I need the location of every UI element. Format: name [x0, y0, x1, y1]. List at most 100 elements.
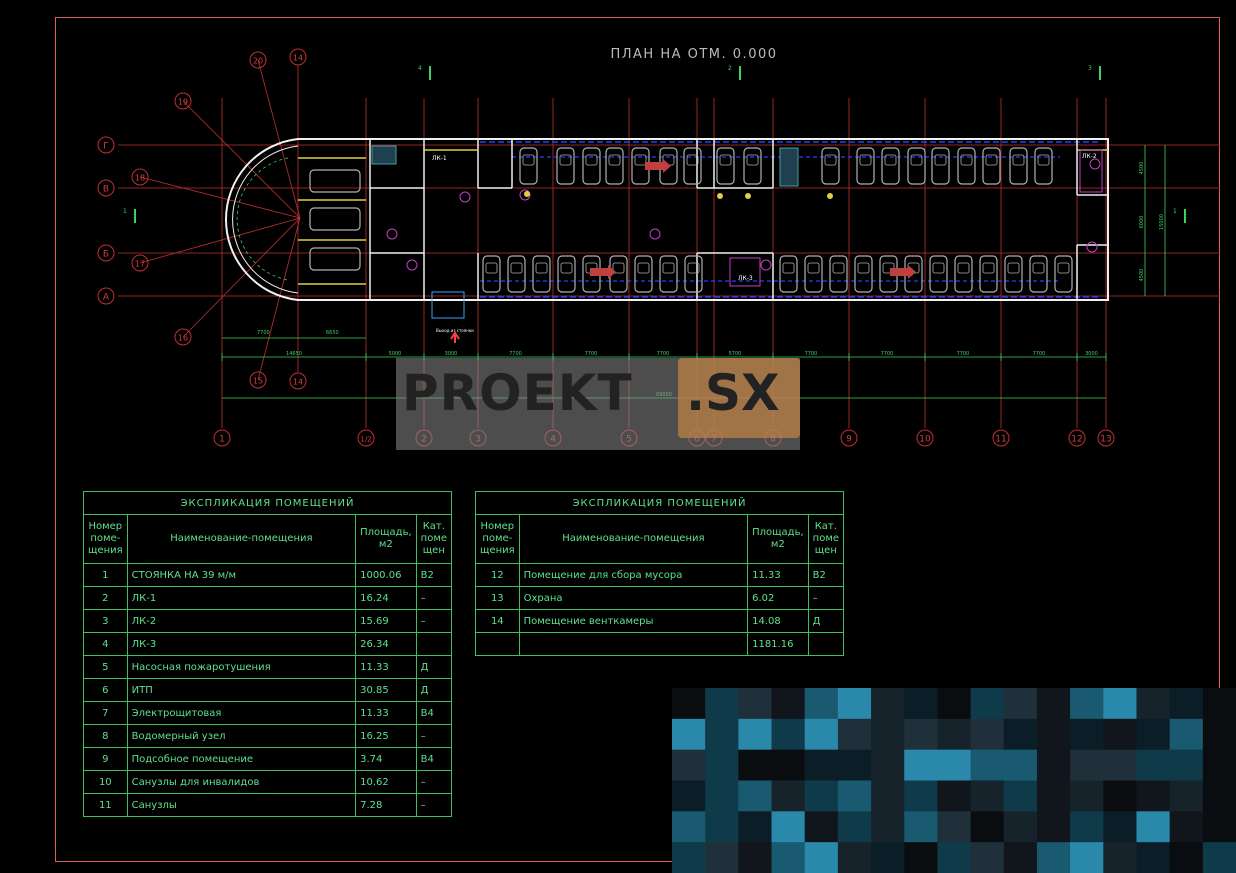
- mosaic-tile: [771, 780, 806, 812]
- mosaic-tile: [837, 842, 872, 873]
- mosaic-tile: [804, 688, 839, 720]
- mosaic-tile: [970, 811, 1005, 843]
- equipment-circle: [519, 189, 531, 201]
- red-arrow: [890, 265, 916, 279]
- room-number: 1: [83, 563, 128, 587]
- car-space-cab: [1057, 262, 1070, 274]
- axis-label: В: [103, 185, 109, 195]
- dim-label: 7700: [881, 351, 894, 357]
- mosaic-tile: [804, 749, 839, 781]
- car-space-cab: [960, 154, 973, 166]
- room-category: [415, 632, 453, 656]
- room-category: –: [415, 793, 453, 817]
- room-category: [807, 632, 845, 656]
- car-space-cab: [932, 262, 945, 274]
- axis-label: А: [103, 293, 110, 303]
- section-mark-label: 4: [418, 65, 422, 72]
- dim-label: 4500: [1139, 269, 1145, 282]
- car-space-cab: [560, 262, 573, 274]
- mosaic-tile: [804, 842, 839, 873]
- room-number: 14: [475, 609, 520, 633]
- mosaic-tile: [672, 780, 706, 812]
- mosaic-tile: [837, 749, 872, 781]
- mosaic-tile: [738, 688, 773, 720]
- mosaic-tile: [1202, 811, 1236, 843]
- car-space: [507, 255, 526, 293]
- car-space: [605, 147, 624, 185]
- mosaic-tile: [804, 780, 839, 812]
- room-name: Электрощитовая: [126, 701, 357, 725]
- mosaic-tile: [1202, 749, 1236, 781]
- car-space: [519, 147, 538, 185]
- mosaic-tile: [672, 718, 706, 751]
- radial-axis-line: [257, 217, 301, 381]
- car-space-cab: [824, 154, 837, 166]
- car-space: [582, 147, 601, 185]
- car-space: [482, 255, 501, 293]
- car-space-cab: [662, 262, 675, 274]
- header-number: Номер поме- щения: [83, 514, 128, 564]
- car-space-cab: [559, 154, 572, 166]
- table-row: 1181.16: [475, 632, 845, 656]
- dim-label: 3000: [1085, 351, 1098, 357]
- room-category: В2: [807, 563, 845, 587]
- car-space-cab: [522, 154, 535, 166]
- axis-label: Г: [103, 142, 109, 152]
- room-area: 16.25: [355, 724, 417, 748]
- header-number: Номер поме- щения: [475, 514, 520, 564]
- axis-label: 13: [1100, 435, 1111, 445]
- car-space-cab: [832, 262, 845, 274]
- mosaic-tile: [837, 811, 872, 843]
- axis-label: 11: [995, 435, 1006, 445]
- drawing-frame: [55, 17, 1220, 862]
- room-area: 1181.16: [747, 632, 809, 656]
- mosaic-tile: [904, 780, 938, 812]
- mosaic-tile: [1136, 718, 1171, 751]
- car-space: [309, 247, 361, 271]
- mosaic-tile: [937, 811, 972, 843]
- accessibility-icon: [717, 193, 723, 199]
- dim-label: 7700: [1033, 351, 1046, 357]
- car-space-cab: [985, 154, 998, 166]
- room-area: 15.69: [355, 609, 417, 633]
- mosaic-tile: [771, 842, 806, 873]
- mosaic-tile: [705, 749, 739, 781]
- room-area: 11.33: [355, 701, 417, 725]
- room-number: 11: [83, 793, 128, 817]
- mosaic-tile: [937, 688, 972, 720]
- mosaic-tile: [1169, 718, 1204, 751]
- mosaic-tile: [1169, 811, 1204, 843]
- stair-lk2: [1079, 149, 1103, 193]
- car-space: [683, 147, 702, 185]
- blurred-mosaic: [672, 688, 1236, 873]
- section-mark-label: 1: [123, 208, 127, 215]
- room-category: –: [807, 586, 845, 610]
- car-space: [684, 255, 703, 293]
- mosaic-tile: [672, 749, 706, 781]
- equipment-circle: [649, 228, 661, 240]
- mosaic-tile: [1036, 749, 1071, 781]
- mosaic-tile: [705, 811, 739, 843]
- dim-label: 3000: [445, 351, 458, 357]
- car-space-cab: [1032, 262, 1045, 274]
- dim-label: 7700: [957, 351, 970, 357]
- axis-bubble: [131, 254, 149, 272]
- radial-axis-line: [182, 217, 301, 338]
- red-arrow: [590, 265, 616, 279]
- watermark-badge: [678, 358, 800, 438]
- dim-label: 7700: [805, 351, 818, 357]
- dim-label: 4500: [1139, 162, 1145, 175]
- room-area: 14.08: [747, 609, 809, 633]
- car-space: [931, 147, 950, 185]
- mosaic-tile: [1202, 718, 1236, 751]
- mosaic-tile: [1136, 749, 1171, 781]
- car-space-cab: [1007, 262, 1020, 274]
- equipment-circle: [406, 259, 418, 271]
- radial-dim-arc: [236, 157, 289, 281]
- room-number: 10: [83, 770, 128, 794]
